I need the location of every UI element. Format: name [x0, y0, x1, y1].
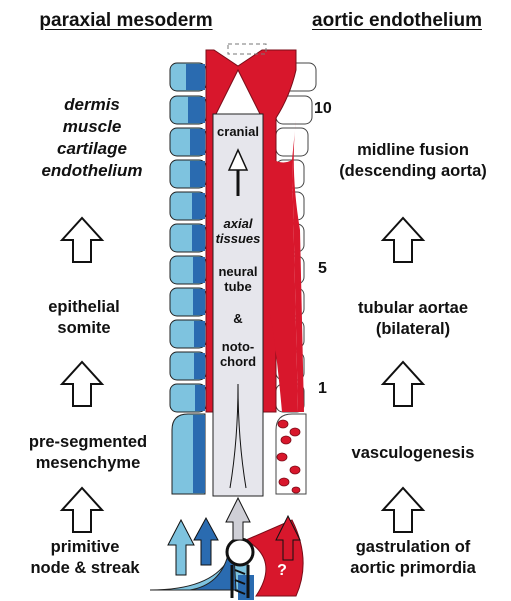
label-vasculogenesis: vasculogenesis [318, 443, 508, 464]
label-bilateral: (bilateral) [318, 319, 508, 340]
left-arrow-bottom [62, 488, 102, 532]
label-axial: axial [213, 216, 263, 231]
label-epithelial-somite: epithelial somite [14, 297, 154, 339]
heading-paraxial-mesoderm: paraxial mesoderm [6, 10, 246, 32]
heading-aortic-endothelium: aortic endothelium [286, 10, 508, 32]
segment-number-10: 10 [314, 100, 332, 118]
label-descending-aorta: (descending aorta) [318, 161, 508, 182]
label-tissues: tissues [213, 231, 263, 246]
fate-cartilage: cartilage [24, 138, 160, 160]
label-neural-tube: neural tube [213, 264, 263, 294]
label-midline-fusion-line: midline fusion [318, 140, 508, 161]
label-notochord: noto- chord [213, 339, 263, 369]
label-epithelial: epithelial [14, 297, 154, 318]
label-tube: tube [213, 279, 263, 294]
label-ampersand: & [213, 311, 263, 326]
fate-muscle: muscle [24, 116, 160, 138]
label-pre-segmented: pre-segmented [8, 432, 168, 453]
label-cranial: cranial [213, 124, 263, 139]
label-primitive-node-streak: primitive node & streak [10, 537, 160, 579]
label-tubular-aortae-line: tubular aortae [318, 298, 508, 319]
label-somite: somite [14, 318, 154, 339]
fate-list: dermis muscle cartilage endothelium [24, 94, 160, 182]
segment-number-5: 5 [318, 260, 327, 278]
right-arrow-top [383, 218, 423, 262]
label-pre-segmented-mesenchyme: pre-segmented mesenchyme [8, 432, 168, 474]
label-chord: chord [213, 354, 263, 369]
label-axial-tissues: axial tissues [213, 216, 263, 246]
fate-dermis: dermis [24, 94, 160, 116]
fate-endothelium: endothelium [24, 160, 160, 182]
label-gastrulation-of: gastrulation of [318, 537, 508, 558]
axial-panel [213, 114, 263, 496]
left-arrow-top [62, 218, 102, 262]
label-gastrulation: gastrulation of aortic primordia [318, 537, 508, 579]
label-mesenchyme: mesenchyme [8, 453, 168, 474]
question-mark: ? [272, 562, 292, 580]
left-arrow-mid [62, 362, 102, 406]
label-neural: neural [213, 264, 263, 279]
right-arrow-bottom [383, 488, 423, 532]
right-arrow-mid [383, 362, 423, 406]
label-midline-fusion: midline fusion (descending aorta) [318, 140, 508, 182]
label-tubular-aortae: tubular aortae (bilateral) [318, 298, 508, 340]
segment-number-1: 1 [318, 380, 327, 398]
somite-column [170, 63, 206, 494]
label-node-streak: node & streak [10, 558, 160, 579]
label-primitive: primitive [10, 537, 160, 558]
label-aortic-primordia: aortic primordia [318, 558, 508, 579]
label-noto: noto- [213, 339, 263, 354]
